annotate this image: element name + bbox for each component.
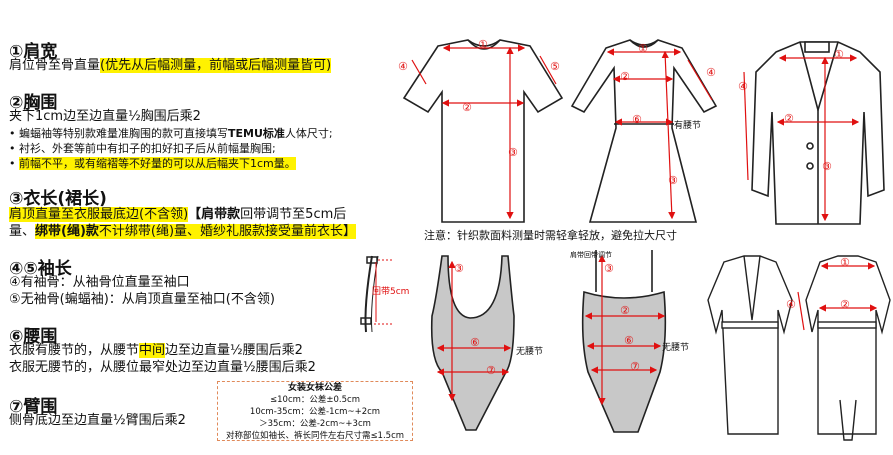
tolerance-box: 女装女袜公差 ≤10cm：公差±0.5cm 10cm-35cm：公差-1cm~+…: [217, 381, 413, 441]
shoulder-title: ①肩宽: [9, 42, 58, 62]
no-waist-label: 无腰节: [662, 343, 690, 353]
label-n4: ④: [738, 80, 748, 93]
label-n4: ④: [786, 298, 796, 311]
label-n2: ②: [620, 304, 630, 317]
tshirt-measures: [411, 44, 557, 220]
waist-title: ⑥腰围: [9, 327, 58, 347]
length-title: ③衣长(裙长): [9, 189, 107, 209]
label-n4: ④: [398, 60, 408, 73]
length-desc-2: 量、绑带(绳)款不计绑带(绳)量、婚纱礼服款接受量前衣长】: [9, 224, 357, 239]
strap-adjust-label: 肩带回带调节: [570, 251, 612, 259]
label-n3: ③: [822, 160, 832, 173]
robe-measures: [797, 262, 878, 331]
jacket-measures: [743, 54, 860, 222]
label-n3: ③: [604, 262, 614, 275]
sleeve-title: ④⑤袖长: [9, 259, 72, 279]
label-n6: ⑥: [624, 334, 634, 347]
label-n7: ⑦: [486, 364, 496, 377]
shoulder-desc: 肩位骨至骨直量(优先从后幅测量，前幅或后幅测量皆可): [9, 58, 332, 73]
chest-bullet-3: • 前幅不平，或有缩褶等不好量的可以从后幅夹下1cm量。: [9, 157, 296, 170]
has-waist-label: 有腰节: [674, 121, 702, 131]
waist-desc-1: 衣服有腰节的，从腰节中间边至边直量½腰围后乘2: [9, 343, 303, 358]
waist-desc-2: 衣服无腰节的，从腰位最窄处边至边直量½腰围后乘2: [9, 360, 316, 375]
label-n3: ③: [508, 146, 518, 159]
label-n6: ⑥: [470, 336, 480, 349]
label-n2: ②: [784, 112, 794, 125]
label-n7: ⑦: [630, 360, 640, 373]
label-n3: ③: [454, 262, 464, 275]
strap-diagram: [360, 255, 394, 333]
label-n2: ②: [462, 101, 472, 114]
arm-title: ⑦臂围: [9, 397, 58, 417]
robe-front-diagram: [707, 255, 793, 435]
chest-bullet-1: • 蝙蝠袖等特别款难量准胸围的款可直接填写TEMU标准人体尺寸;: [9, 127, 333, 140]
label-n6: ⑥: [632, 113, 642, 126]
jacket-diagram: [751, 41, 885, 225]
chest-title: ②胸围: [9, 93, 58, 113]
chest-bullet-2: • 衬衫、外套等前中有扣子的扣好扣子后从前幅量胸围;: [9, 142, 276, 155]
swimsuit-1-measures: [436, 260, 512, 402]
label-n1: ①: [840, 256, 850, 269]
label-n2: ②: [840, 298, 850, 311]
tolerance-row: ≤10cm：公差±0.5cm: [270, 395, 360, 405]
robe-back-diagram: [805, 255, 891, 441]
knit-note: 注意：针织款面料测量时需轻拿轻放，避免拉大尺寸: [424, 229, 677, 242]
label-n1: ①: [834, 48, 844, 61]
no-waist-label: 无腰节: [516, 347, 544, 357]
label-n4: ④: [706, 66, 716, 79]
tolerance-row: 10cm-35cm：公差-1cm~+2cm: [249, 407, 381, 417]
swimsuit-2-measures: [584, 254, 666, 406]
tolerance-row: 对称部位如袖长、裤长同件左右尺寸需≤1.5cm: [225, 431, 405, 441]
dress-measures: [606, 48, 713, 220]
length-desc-1: 肩顶直量至衣服最底边(不含领)【肩带款回带调节至5cm后: [9, 207, 347, 222]
tshirt-diagram: [402, 39, 564, 223]
label-n1: ①: [478, 38, 488, 51]
label-n2: ②: [620, 70, 630, 83]
label-n3: ③: [668, 174, 678, 187]
tolerance-title: 女装女袜公差: [287, 383, 342, 393]
strap-label: 回带5cm: [372, 287, 410, 297]
tolerance-row: ＞35cm：公差-2cm~+3cm: [259, 419, 371, 429]
dress-diagram: [570, 39, 718, 223]
arm-desc: 侧骨底边至边直量½臂围后乘2: [9, 413, 186, 428]
label-n5: ⑤: [550, 60, 560, 73]
sleeve-desc-1: ④有袖骨：从袖骨位直量至袖口: [9, 275, 190, 290]
chest-desc: 夹下1cm边至边直量½胸围后乘2: [9, 109, 201, 124]
label-n1: ①: [638, 42, 648, 55]
sleeve-desc-2: ⑤无袖骨(蝙蝠袖)：从肩顶直量至袖口(不含领): [9, 292, 275, 307]
